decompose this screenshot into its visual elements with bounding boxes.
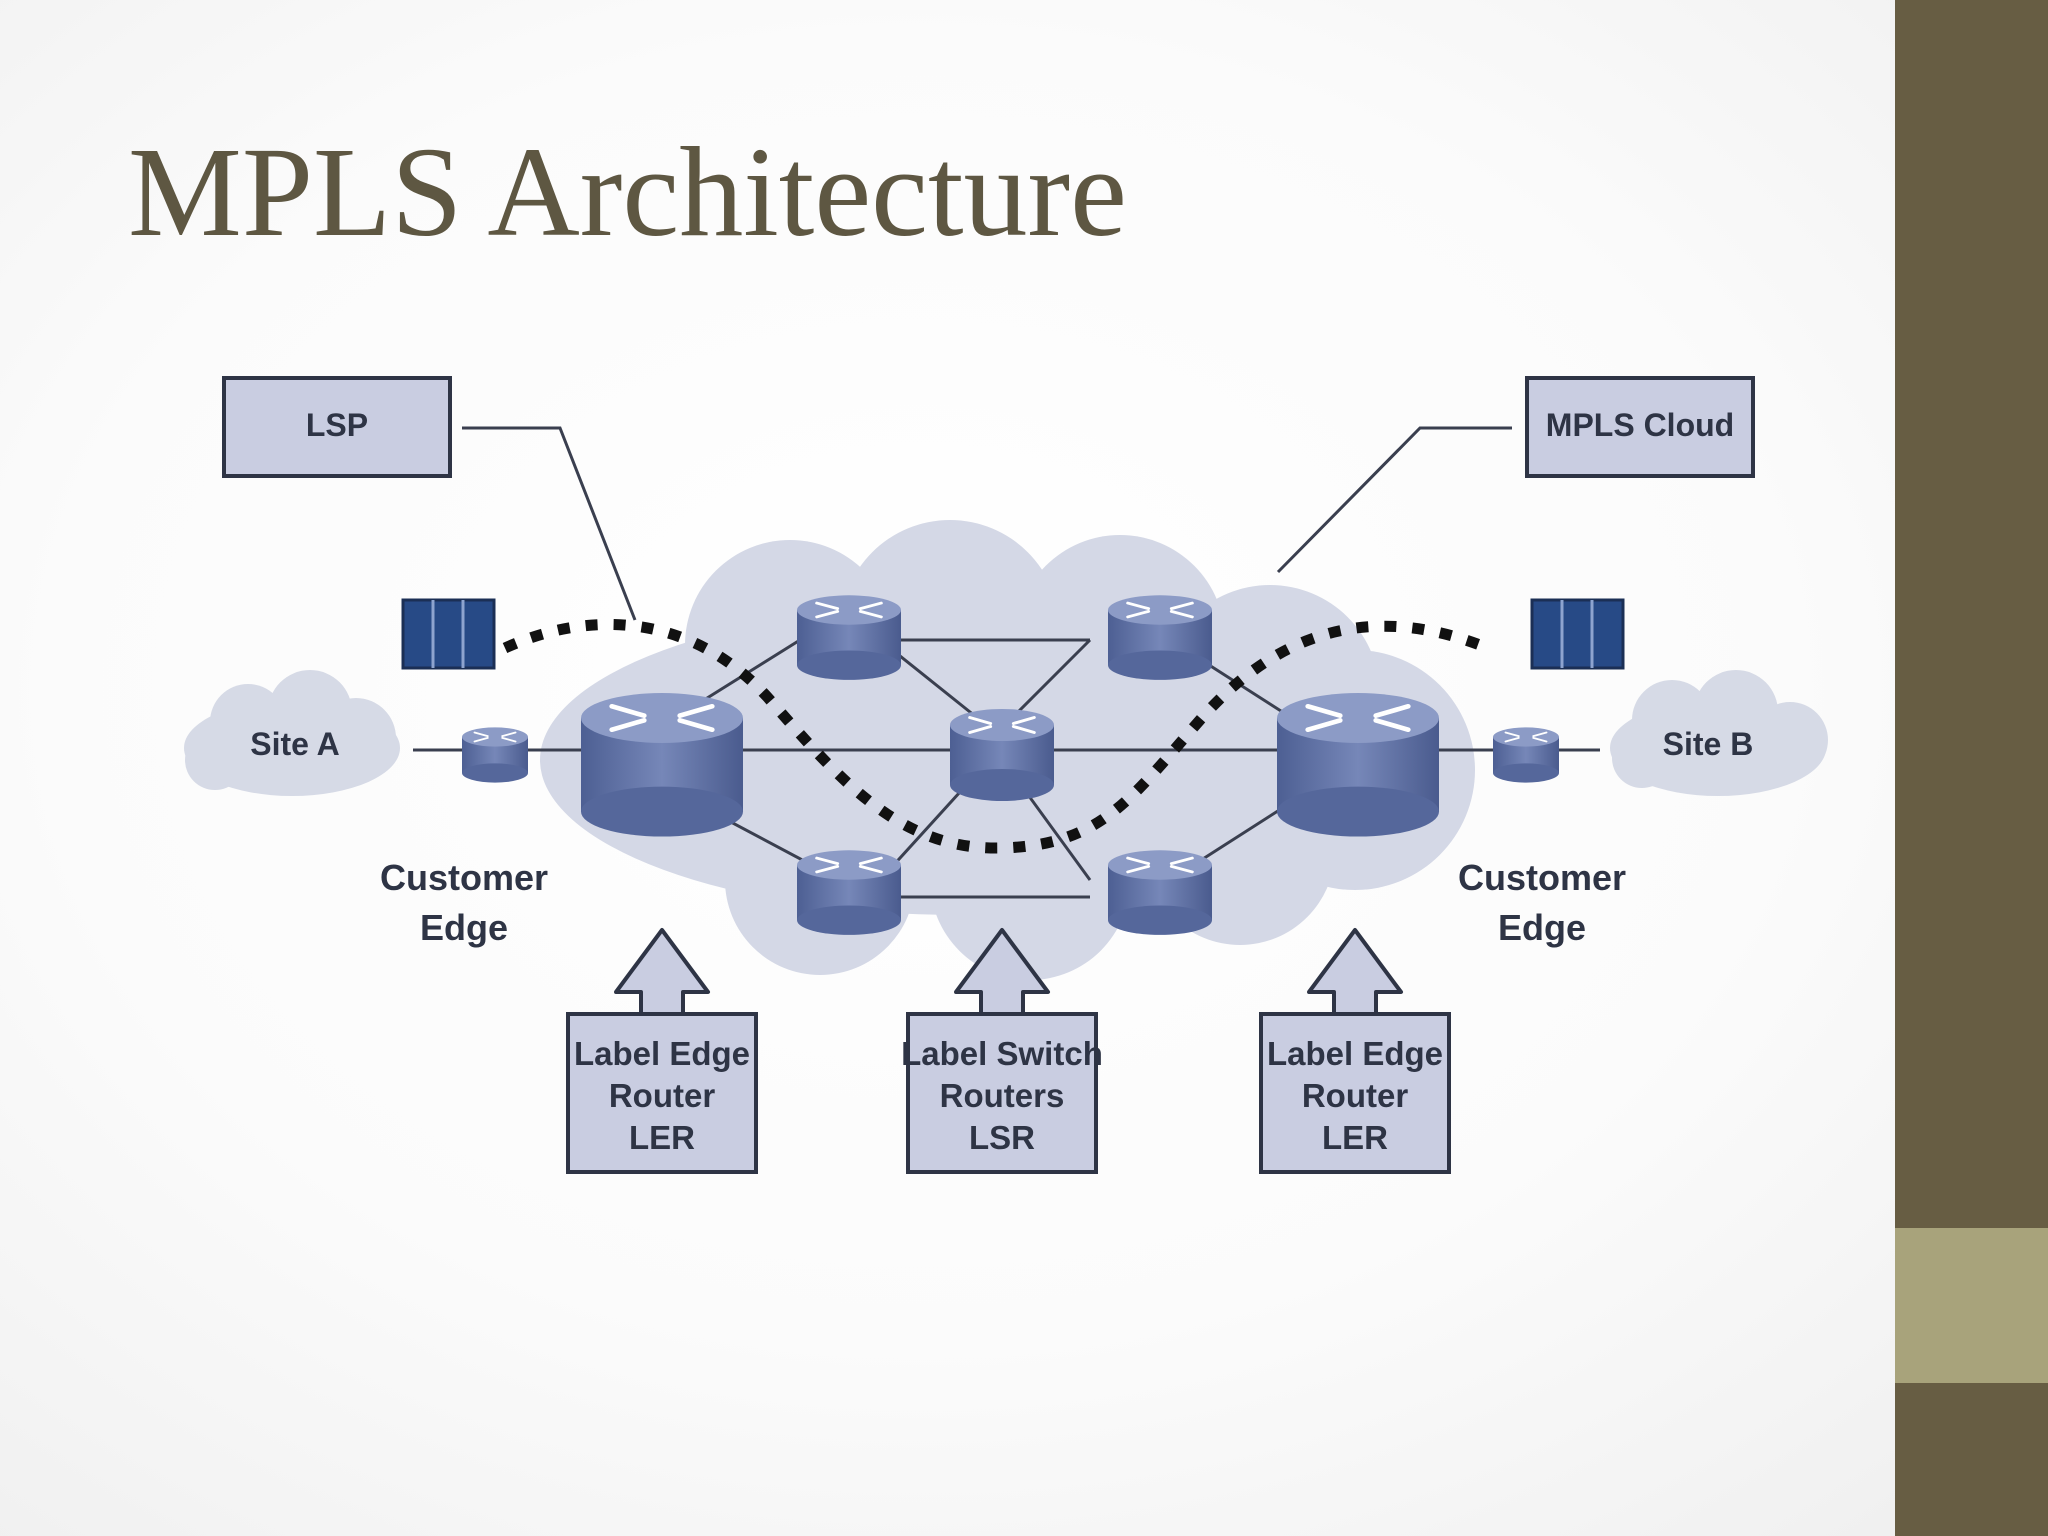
lsr-router-top-right [1106, 593, 1214, 682]
site-b-cloud [1610, 670, 1828, 796]
arrow-up-icon [1307, 928, 1403, 1018]
customer-edge-router-right [1492, 726, 1560, 784]
lsr-router-center [948, 707, 1056, 803]
slide-title: MPLS Architecture [128, 121, 1127, 263]
site-a-label: Site A [250, 726, 340, 762]
lsp-callout: LSP [222, 376, 452, 478]
customer-edge-right-line1: Customer [1458, 857, 1626, 898]
lsp-callout-line [462, 426, 637, 621]
lsr-router-bottom-left [795, 848, 903, 937]
mpls-cloud-callout-line [1276, 426, 1512, 574]
ler-box-left: Label Edge Router LER [566, 1012, 758, 1174]
site-b-label: Site B [1663, 726, 1754, 762]
svg-text:Label Switch: Label Switch [901, 1035, 1103, 1072]
svg-text:Label Edge: Label Edge [574, 1035, 750, 1072]
lsp-path [502, 619, 1482, 854]
sidebar-accent-bottom [1895, 1383, 2048, 1536]
customer-edge-right-line2: Edge [1498, 907, 1586, 948]
svg-text:LER: LER [1322, 1119, 1388, 1156]
svg-text:Label Edge: Label Edge [1267, 1035, 1443, 1072]
sidebar-accent-top [1895, 0, 2048, 1228]
site-a-cloud [184, 670, 400, 796]
svg-text:LER: LER [629, 1119, 695, 1156]
lsr-router-bottom-right [1106, 848, 1214, 937]
mpls-cloud-label: MPLS Cloud [1546, 407, 1734, 443]
arrow-up-icon [614, 928, 710, 1018]
svg-text:Router: Router [609, 1077, 715, 1114]
svg-text:Routers: Routers [940, 1077, 1065, 1114]
lsr-box: Label Switch Routers LSR [901, 1012, 1103, 1174]
packet-icon [401, 598, 496, 670]
lsr-router-top-left [795, 593, 903, 682]
customer-edge-left-line1: Customer [380, 857, 548, 898]
ler-router-left [581, 693, 743, 837]
svg-text:Router: Router [1302, 1077, 1408, 1114]
ler-router-right [1277, 693, 1439, 837]
lsp-label: LSP [306, 407, 368, 443]
svg-text:LSR: LSR [969, 1119, 1035, 1156]
customer-edge-left-line2: Edge [420, 907, 508, 948]
mpls-cloud-callout: MPLS Cloud [1525, 376, 1755, 478]
sidebar-accent-middle [1895, 1228, 2048, 1383]
packet-icon [1530, 598, 1625, 670]
ler-box-right: Label Edge Router LER [1259, 1012, 1451, 1174]
customer-edge-router-left [461, 726, 529, 784]
